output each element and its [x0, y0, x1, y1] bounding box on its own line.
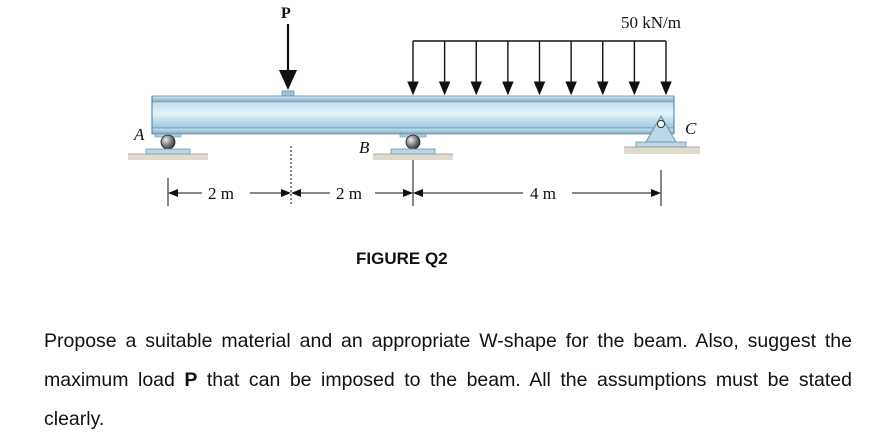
load-arrow-head — [597, 81, 609, 96]
load-arrow-head — [533, 81, 546, 96]
support-a-roller — [128, 133, 208, 160]
support-b-label: B — [359, 138, 370, 157]
load-p-label: P — [281, 5, 291, 22]
load-arrow-head — [628, 81, 641, 96]
question-part-1: Propose a suitable material and an appro… — [44, 330, 852, 391]
figure-caption: FIGURE Q2 — [356, 249, 448, 268]
load-arrow-head — [502, 81, 514, 96]
load-arrow-head — [660, 81, 672, 96]
beam — [151, 95, 675, 135]
dimension-ab-2: 2 m — [336, 184, 362, 203]
distributed-load — [407, 40, 672, 96]
load-arrow-head — [565, 81, 577, 96]
support-a-label: A — [133, 125, 145, 144]
beam-diagram: P 50 kN/m A B C — [128, 5, 700, 268]
support-c-pin — [624, 114, 700, 154]
distributed-load-arrows — [407, 41, 672, 96]
load-arrow-head — [407, 81, 419, 96]
load-plate — [281, 90, 295, 97]
load-arrow-head — [438, 81, 451, 96]
support-b-roller — [373, 133, 453, 160]
support-c-label: C — [685, 119, 697, 138]
load-arrow-head — [470, 81, 482, 96]
distributed-load-label: 50 kN/m — [621, 13, 681, 32]
question-bold-p: P — [184, 369, 198, 391]
question-part-2: that can be imposed to the beam. All the… — [44, 369, 852, 430]
question-text: Propose a suitable material and an appro… — [44, 322, 852, 439]
point-load-p: P — [279, 5, 297, 90]
dimension-lines — [167, 146, 662, 206]
dimension-ab-1: 2 m — [208, 184, 234, 203]
dimension-bc: 4 m — [530, 184, 556, 203]
